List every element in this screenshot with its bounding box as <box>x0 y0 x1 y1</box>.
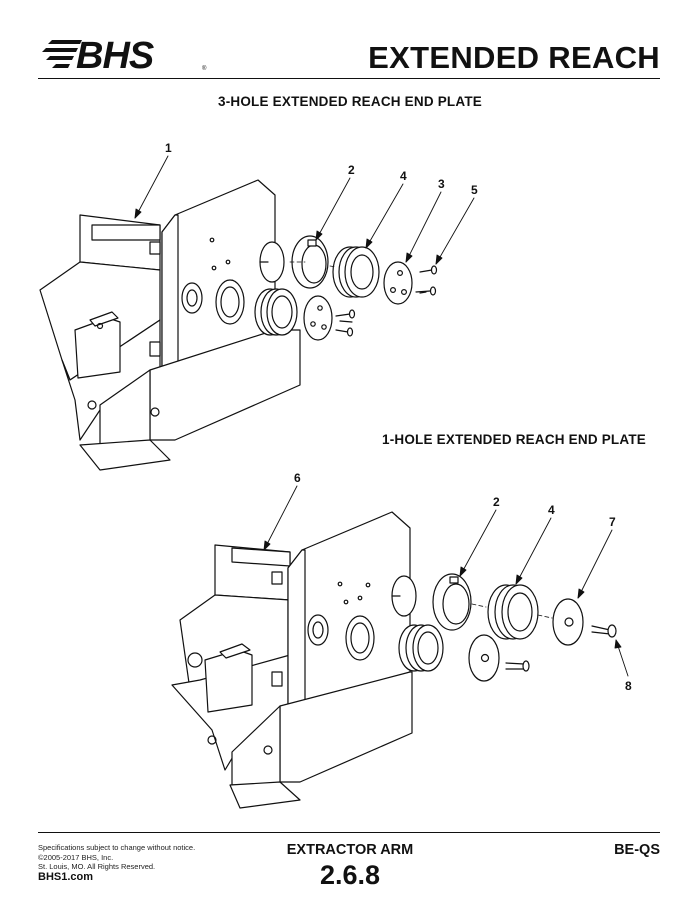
part-5-screws-top <box>415 265 438 296</box>
callout-4-bottom: 4 <box>548 503 555 517</box>
footer-notice-line: ©2005-2017 BHS, Inc. <box>38 852 114 862</box>
header-rule <box>38 78 660 79</box>
footer-rule <box>38 832 660 833</box>
section-heading-3-hole: 3-HOLE EXTENDED REACH END PLATE <box>218 94 482 109</box>
footer-notice-line: Specifications subject to change without… <box>38 843 196 852</box>
footer-notice-line: St. Louis, MO. All Rights Reserved. <box>38 862 156 871</box>
callout-3: 3 <box>438 177 445 191</box>
part-4-bearing-top <box>332 246 380 298</box>
callout-7: 7 <box>609 515 616 529</box>
callout-6: 6 <box>294 471 301 485</box>
footer-website-link[interactable]: BHS1.com <box>38 871 94 883</box>
svg-text:BHS: BHS <box>76 35 154 74</box>
section-heading-1-hole: 1-HOLE EXTENDED REACH END PLATE <box>382 432 646 447</box>
part-7-end-plate-bottom <box>552 598 584 646</box>
footer-page-number: 2.6.8 <box>319 860 381 890</box>
extractor-frame-top <box>39 179 301 471</box>
callout-5: 5 <box>471 183 478 197</box>
top-assembly-drawing <box>39 179 438 471</box>
part-2-collar-bottom <box>432 573 472 631</box>
part-8-screw-bottom <box>591 624 617 638</box>
bottom-assembly-drawing <box>171 511 617 809</box>
page-title: EXTENDED REACH <box>368 40 660 75</box>
callout-2-bottom: 2 <box>493 495 500 509</box>
footer-notice: Specifications subject to change without… <box>38 843 195 872</box>
callout-4-top: 4 <box>400 169 407 183</box>
bhs-logo: BHS ® <box>42 35 207 74</box>
footer-product-code: BE-QS <box>614 842 660 858</box>
speed-lines-icon <box>42 40 82 68</box>
svg-text:®: ® <box>202 65 207 72</box>
extractor-frame-bottom <box>171 511 413 809</box>
callout-leaders <box>134 155 629 677</box>
part-3-end-plate-top <box>383 261 413 305</box>
part-4-bearing-bottom <box>487 584 539 640</box>
callout-1: 1 <box>165 141 172 155</box>
footer-product-name: EXTRACTOR ARM <box>286 842 414 858</box>
callout-8: 8 <box>625 679 632 693</box>
callout-numbers: 1 2 4 3 5 6 2 4 7 8 <box>165 141 632 693</box>
callout-2-top: 2 <box>348 163 355 177</box>
